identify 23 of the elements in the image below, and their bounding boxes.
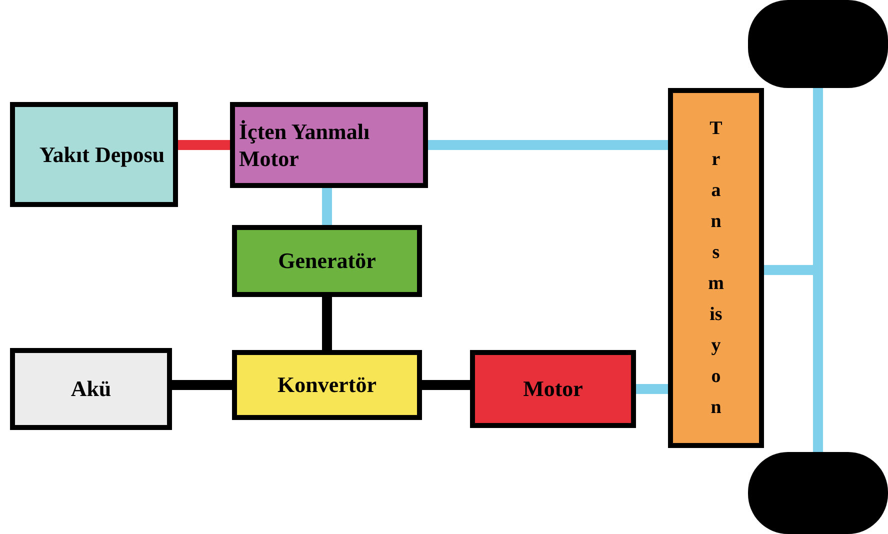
node-label: Motor <box>522 375 584 403</box>
connector-line <box>178 140 230 150</box>
connector-line <box>322 297 332 350</box>
connector-line <box>428 140 668 150</box>
motor-box <box>470 350 636 428</box>
connector-line <box>322 188 332 225</box>
connector-line <box>172 380 232 390</box>
transmission-box <box>668 88 764 448</box>
connector-line <box>636 384 668 394</box>
engine-box <box>230 102 428 188</box>
node-label: İçten Yanmalı Motor <box>238 118 371 172</box>
node-label: Akü <box>70 375 112 403</box>
battery-box <box>10 348 172 430</box>
node-label: Yakıt Deposu <box>38 140 166 168</box>
wheel <box>748 0 888 88</box>
generator-box <box>232 225 422 297</box>
wheel <box>748 452 888 534</box>
node-label: Konvertör <box>276 371 378 399</box>
fuel-tank-box <box>10 102 178 207</box>
connector-line <box>422 380 470 390</box>
node-label: Generatör <box>277 247 377 275</box>
node-label: Transmisyon <box>708 117 724 420</box>
converter-box <box>232 350 422 420</box>
